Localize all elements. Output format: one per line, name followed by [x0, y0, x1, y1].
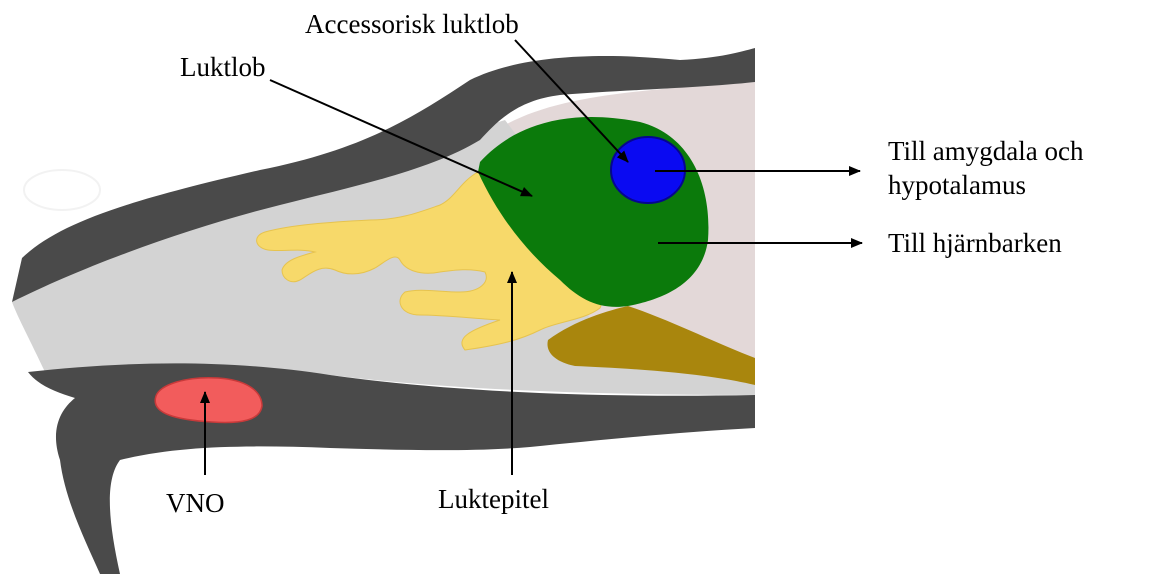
- label-luktepitel: Luktepitel: [438, 484, 549, 514]
- label-to-amygdala-line1: Till amygdala och: [888, 136, 1084, 166]
- label-luktlob: Luktlob: [180, 52, 266, 82]
- label-accessory-luktlob: Accessorisk luktlob: [305, 9, 519, 39]
- nostril-highlight: [24, 170, 100, 210]
- label-vno: VNO: [166, 488, 225, 518]
- label-to-amygdala-line2: hypotalamus: [888, 170, 1026, 200]
- label-to-cortex: Till hjärnbarken: [888, 228, 1062, 258]
- vno: [155, 378, 262, 423]
- lower-skull: [28, 363, 755, 574]
